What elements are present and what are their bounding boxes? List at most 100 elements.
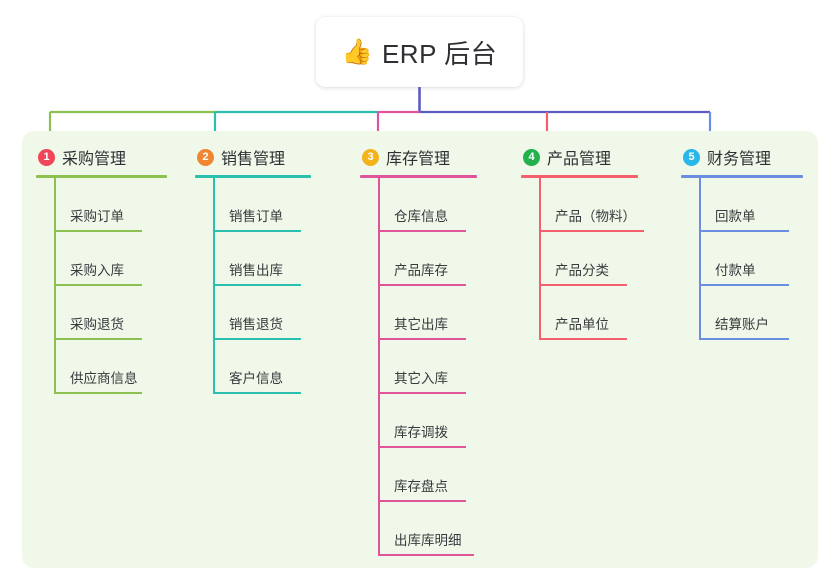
leaf-label: 库存调拨: [394, 425, 448, 441]
leaf-rule: [378, 392, 466, 394]
leaf-item[interactable]: 产品分类: [539, 232, 673, 286]
leaf-label: 结算账户: [715, 317, 769, 333]
leaf-label: 采购退货: [70, 317, 124, 333]
leaf-rule: [539, 230, 644, 232]
branch-title-3: 库存管理: [386, 151, 451, 168]
leaf-label: 销售退货: [229, 317, 283, 333]
branch-header-4[interactable]: 4 产品管理: [521, 145, 673, 169]
leaf-rule: [213, 230, 301, 232]
branch-rule-1: [36, 175, 167, 178]
leaf-item[interactable]: 采购订单: [54, 178, 186, 232]
leaf-item[interactable]: 供应商信息: [54, 340, 186, 394]
leaf-item[interactable]: 销售出库: [213, 232, 350, 286]
leaf-label: 供应商信息: [70, 371, 138, 387]
leaf-rule: [539, 284, 627, 286]
branch-badge-1: 1: [38, 148, 55, 166]
branch-column-4: 4 产品管理 产品（物料） 产品分类 产品单位: [513, 145, 673, 568]
leaf-label: 其它出库: [394, 317, 448, 333]
leaf-item[interactable]: 结算账户: [699, 286, 818, 340]
branch-title-5: 财务管理: [707, 151, 772, 168]
leaf-rule: [378, 338, 466, 340]
leaf-label: 产品单位: [555, 317, 609, 333]
leaf-rule: [539, 338, 627, 340]
thumbs-up-icon: 👍: [341, 37, 373, 66]
leaf-list-1: 采购订单 采购入库 采购退货 供应商信息: [54, 178, 186, 394]
leaf-item[interactable]: 销售订单: [213, 178, 350, 232]
leaf-item[interactable]: 产品（物料）: [539, 178, 673, 232]
leaf-rule: [54, 230, 142, 232]
branch-header-1[interactable]: 1 采购管理: [36, 145, 186, 169]
leaf-label: 采购订单: [70, 209, 124, 225]
branch-header-3[interactable]: 3 库存管理: [360, 145, 513, 169]
branch-rule-4: [521, 175, 638, 178]
branch-column-1: 1 采购管理 采购订单 采购入库 采购退货 供应商信: [22, 145, 186, 568]
leaf-item[interactable]: 回款单: [699, 178, 818, 232]
leaf-list-5: 回款单 付款单 结算账户: [699, 178, 818, 340]
leaf-label: 产品分类: [555, 263, 609, 279]
leaf-item[interactable]: 库存调拨: [378, 394, 513, 448]
leaf-label: 产品库存: [394, 263, 448, 279]
branch-badge-5: 5: [683, 148, 700, 166]
leaf-list-4: 产品（物料） 产品分类 产品单位: [539, 178, 673, 340]
branch-rule-3: [360, 175, 477, 178]
branches-panel: [22, 131, 818, 568]
branch-column-2: 2 销售管理 销售订单 销售出库 销售退货 客户信息: [186, 145, 350, 568]
leaf-label: 付款单: [715, 263, 756, 279]
leaf-item[interactable]: 其它入库: [378, 340, 513, 394]
leaf-rule: [378, 230, 466, 232]
leaf-rule: [213, 392, 301, 394]
leaf-item[interactable]: 采购退货: [54, 286, 186, 340]
leaf-rule: [54, 392, 142, 394]
leaf-rule: [213, 284, 301, 286]
leaf-spine-3: [378, 178, 380, 556]
leaf-item[interactable]: 其它出库: [378, 286, 513, 340]
branch-title-4: 产品管理: [547, 151, 612, 168]
leaf-item[interactable]: 销售退货: [213, 286, 350, 340]
leaf-item[interactable]: 产品单位: [539, 286, 673, 340]
branch-column-3: 3 库存管理 仓库信息 产品库存 其它出库 其它入库: [350, 145, 513, 568]
leaf-label: 采购入库: [70, 263, 124, 279]
leaf-rule: [699, 230, 789, 232]
branch-badge-3: 3: [362, 148, 379, 166]
leaf-label: 销售订单: [229, 209, 283, 225]
leaf-item[interactable]: 产品库存: [378, 232, 513, 286]
leaf-label: 客户信息: [229, 371, 283, 387]
branch-column-5: 5 财务管理 回款单 付款单 结算账户: [673, 145, 818, 568]
branch-rule-2: [195, 175, 311, 178]
branch-rule-5: [681, 175, 803, 178]
leaf-label: 销售出库: [229, 263, 283, 279]
branch-title-2: 销售管理: [221, 151, 286, 168]
branch-header-2[interactable]: 2 销售管理: [195, 145, 350, 169]
leaf-spine-2: [213, 178, 215, 394]
leaf-label: 回款单: [715, 209, 756, 225]
leaf-list-3: 仓库信息 产品库存 其它出库 其它入库 库存调拨: [378, 178, 513, 556]
leaf-label: 仓库信息: [394, 209, 448, 225]
leaf-item[interactable]: 客户信息: [213, 340, 350, 394]
leaf-rule: [213, 338, 301, 340]
leaf-item[interactable]: 库存盘点: [378, 448, 513, 502]
leaf-item[interactable]: 出库库明细: [378, 502, 513, 556]
branch-badge-2: 2: [197, 148, 214, 166]
leaf-rule: [378, 500, 466, 502]
leaf-label: 其它入库: [394, 371, 448, 387]
leaf-item[interactable]: 付款单: [699, 232, 818, 286]
leaf-rule: [54, 338, 142, 340]
leaf-list-2: 销售订单 销售出库 销售退货 客户信息: [213, 178, 350, 394]
leaf-rule: [54, 284, 142, 286]
leaf-spine-4: [539, 178, 541, 340]
branch-columns: 1 采购管理 采购订单 采购入库 采购退货 供应商信: [22, 131, 818, 568]
leaf-item[interactable]: 仓库信息: [378, 178, 513, 232]
leaf-rule: [378, 554, 474, 556]
leaf-item[interactable]: 采购入库: [54, 232, 186, 286]
root-title: ERP 后台: [381, 38, 498, 69]
branch-badge-4: 4: [523, 148, 540, 166]
branch-title-1: 采购管理: [62, 151, 127, 168]
root-node[interactable]: 👍 ERP 后台: [316, 17, 523, 87]
branch-header-5[interactable]: 5 财务管理: [681, 145, 818, 169]
leaf-spine-1: [54, 178, 56, 394]
leaf-label: 产品（物料）: [555, 209, 636, 225]
leaf-label: 出库库明细: [394, 533, 462, 549]
leaf-label: 库存盘点: [394, 479, 448, 495]
leaf-rule: [378, 284, 466, 286]
